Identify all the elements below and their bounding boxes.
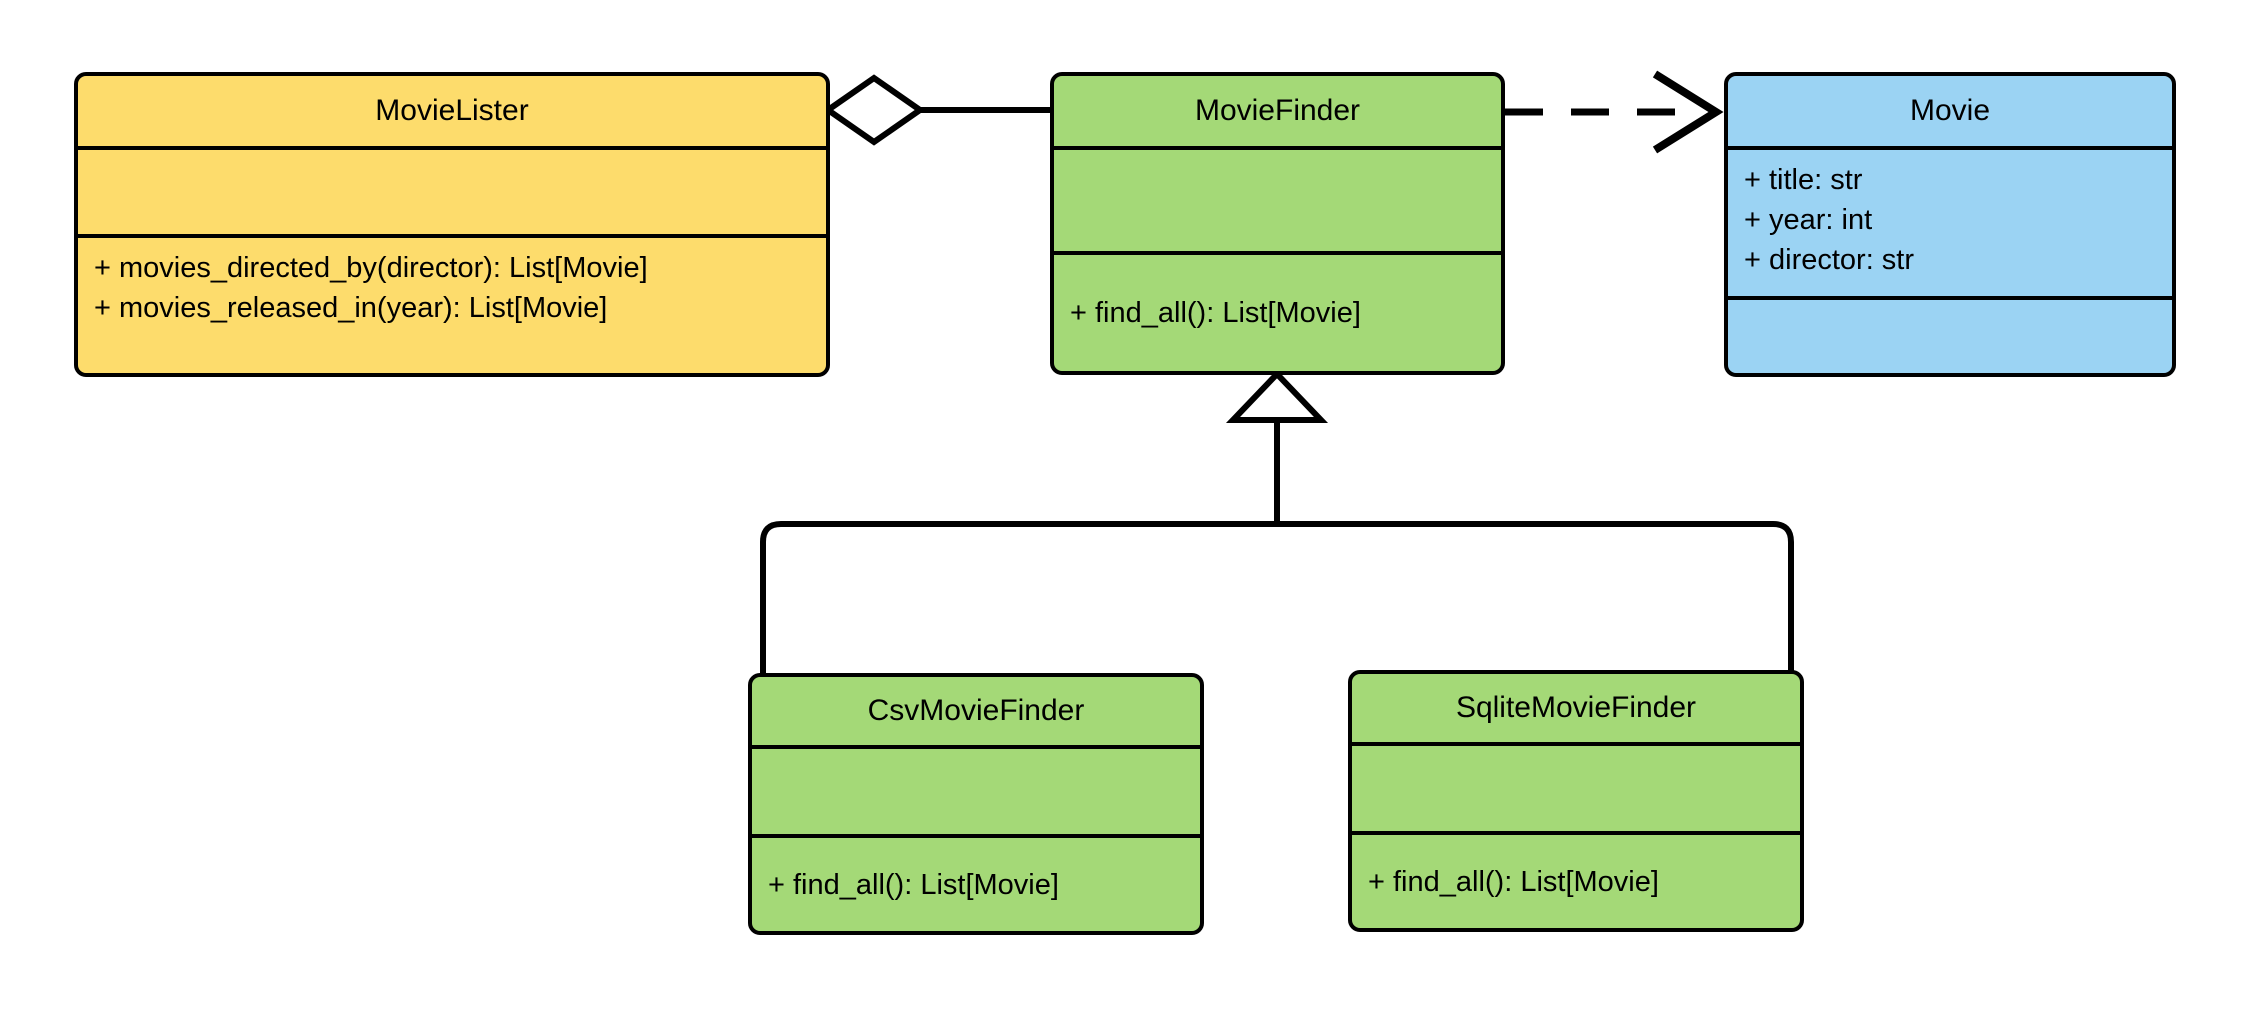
methods-compartment-movie-finder: + find_all(): List[Movie]: [1054, 251, 1501, 371]
class-title-movie: Movie: [1909, 94, 1991, 127]
class-box-sqlite-movie-finder[interactable]: SqliteMovieFinder + find_all(): List[Mov…: [1348, 670, 1804, 932]
relationship-dependency-finder-movie: [1505, 70, 1724, 154]
method-row: + find_all(): List[Movie]: [1368, 865, 1659, 898]
relationship-generalization-tree: [760, 369, 1794, 673]
hollow-diamond-icon: [822, 74, 926, 146]
method-row: + find_all(): List[Movie]: [1070, 297, 1361, 329]
method-row: + movies_released_in(year): List[Movie]: [94, 292, 608, 324]
attribute-row: + director: str: [1744, 244, 1915, 276]
attribute-row: + year: int: [1744, 204, 1873, 236]
class-title-movie-lister: MovieLister: [375, 94, 529, 127]
attributes-compartment-csv-movie-finder: [752, 745, 1200, 834]
class-box-movie-lister[interactable]: MovieLister + movies_directed_by(directo…: [74, 72, 830, 377]
method-row: + movies_directed_by(director): List[Mov…: [94, 252, 648, 284]
class-box-movie-finder[interactable]: MovieFinder + find_all(): List[Movie]: [1050, 72, 1505, 375]
methods-compartment-sqlite-movie-finder: + find_all(): List[Movie]: [1352, 831, 1800, 928]
attributes-compartment-movie: + title: str + year: int + director: str: [1728, 146, 2172, 296]
hollow-triangle-icon: [1225, 369, 1329, 423]
class-title-movie-finder: MovieFinder: [1194, 94, 1361, 127]
open-arrow-icon: [1652, 70, 1724, 154]
relationship-aggregation-lister-finder: [822, 74, 1050, 146]
class-title-csv-movie-finder: CsvMovieFinder: [867, 694, 1085, 727]
attributes-compartment-movie-lister: [78, 146, 826, 234]
attributes-compartment-sqlite-movie-finder: [1352, 742, 1800, 831]
methods-compartment-csv-movie-finder: + find_all(): List[Movie]: [752, 834, 1200, 931]
class-box-movie[interactable]: Movie + title: str + year: int + directo…: [1724, 72, 2176, 377]
methods-compartment-movie-lister: + movies_directed_by(director): List[Mov…: [78, 234, 826, 373]
generalization-junction-bar: [760, 521, 1794, 673]
class-box-csv-movie-finder[interactable]: CsvMovieFinder + find_all(): List[Movie]: [748, 673, 1204, 935]
class-title-sqlite-movie-finder: SqliteMovieFinder: [1455, 691, 1697, 724]
attributes-compartment-movie-finder: [1054, 146, 1501, 251]
methods-compartment-movie: [1728, 296, 2172, 373]
attribute-row: + title: str: [1744, 164, 1863, 196]
method-row: + find_all(): List[Movie]: [768, 868, 1059, 901]
